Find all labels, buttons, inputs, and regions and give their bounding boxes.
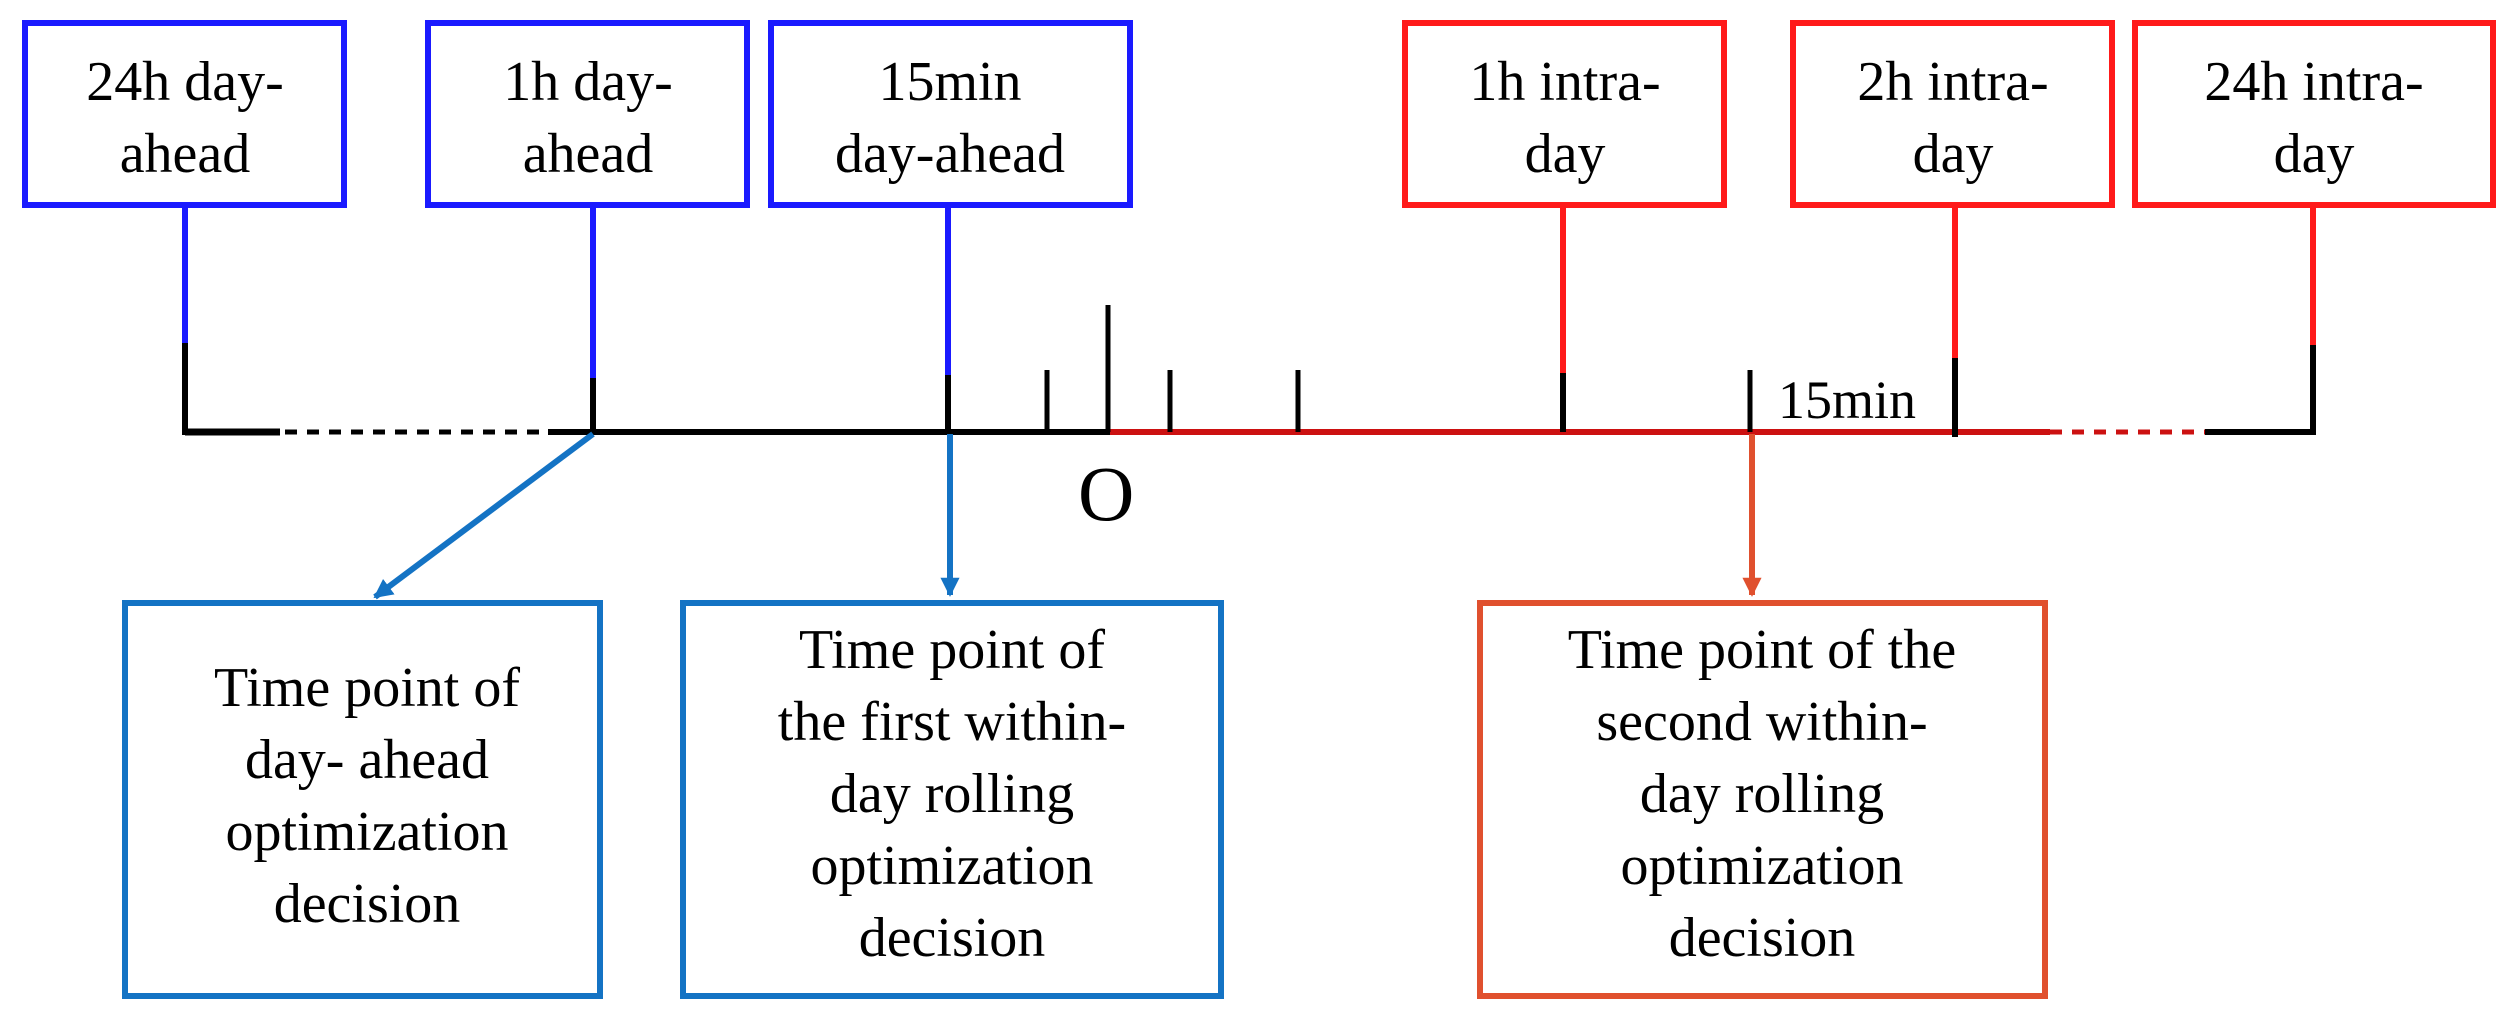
decision-day-ahead-line: optimization [225, 801, 508, 863]
interval-label: 15min [1778, 370, 1916, 430]
decision-day-ahead-line: day- ahead [245, 729, 489, 791]
day-ahead-group: 24h day- ahead 1h day- ahead 15min day-a… [22, 20, 1133, 435]
decision-day-ahead-line: decision [274, 873, 461, 935]
box-24h-day-ahead-line2: ahead [120, 123, 251, 185]
decision-second-rolling-line: decision [1669, 907, 1856, 969]
decision-first-rolling-line: optimization [810, 835, 1093, 897]
timeline-axis: O 15min [185, 305, 2315, 537]
decision-second-rolling-line: day rolling [1640, 763, 1884, 825]
decision-day-ahead-box [122, 600, 603, 999]
decision-first-rolling-line: day rolling [830, 763, 1074, 825]
arrow-day-ahead-decision [373, 431, 595, 600]
box-24h-intra-day-line1: 24h intra- [2204, 51, 2423, 113]
decision-boxes: Time point of day- ahead optimization de… [122, 600, 2048, 999]
box-2h-intra-day-line2: day [1913, 123, 1994, 185]
intra-day-group: 1h intra- day 2h intra- day 24h intra- d… [1402, 20, 2496, 437]
decision-first-rolling-line: decision [859, 907, 1046, 969]
box-1h-day-ahead-line1: 1h day- [503, 51, 673, 113]
box-2h-intra-day-line1: 2h intra- [1857, 51, 2048, 113]
box-24h-day-ahead-line1: 24h day- [86, 51, 284, 113]
decision-first-rolling-line: the first within- [778, 691, 1126, 753]
decision-day-ahead-line: Time point of [214, 657, 520, 719]
box-15min-day-ahead-line2: day-ahead [835, 123, 1065, 185]
box-1h-intra-day-line2: day [1525, 123, 1606, 185]
decision-second-rolling-line: optimization [1620, 835, 1903, 897]
box-1h-day-ahead-line2: ahead [523, 123, 654, 185]
decision-second-rolling-box [1477, 600, 2048, 999]
origin-label: O [1078, 450, 1134, 537]
box-15min-day-ahead-line1: 15min [878, 51, 1021, 113]
box-24h-intra-day-line2: day [2274, 123, 2355, 185]
decision-second-rolling-line: Time point of the [1568, 619, 1956, 681]
box-1h-day-ahead [425, 20, 750, 208]
box-1h-intra-day-line1: 1h intra- [1469, 51, 1660, 113]
decision-arrows [373, 431, 1762, 600]
decision-second-rolling-line: second within- [1596, 691, 1927, 753]
decision-first-rolling-box [680, 600, 1224, 999]
decision-first-rolling-line: Time point of [799, 619, 1105, 681]
